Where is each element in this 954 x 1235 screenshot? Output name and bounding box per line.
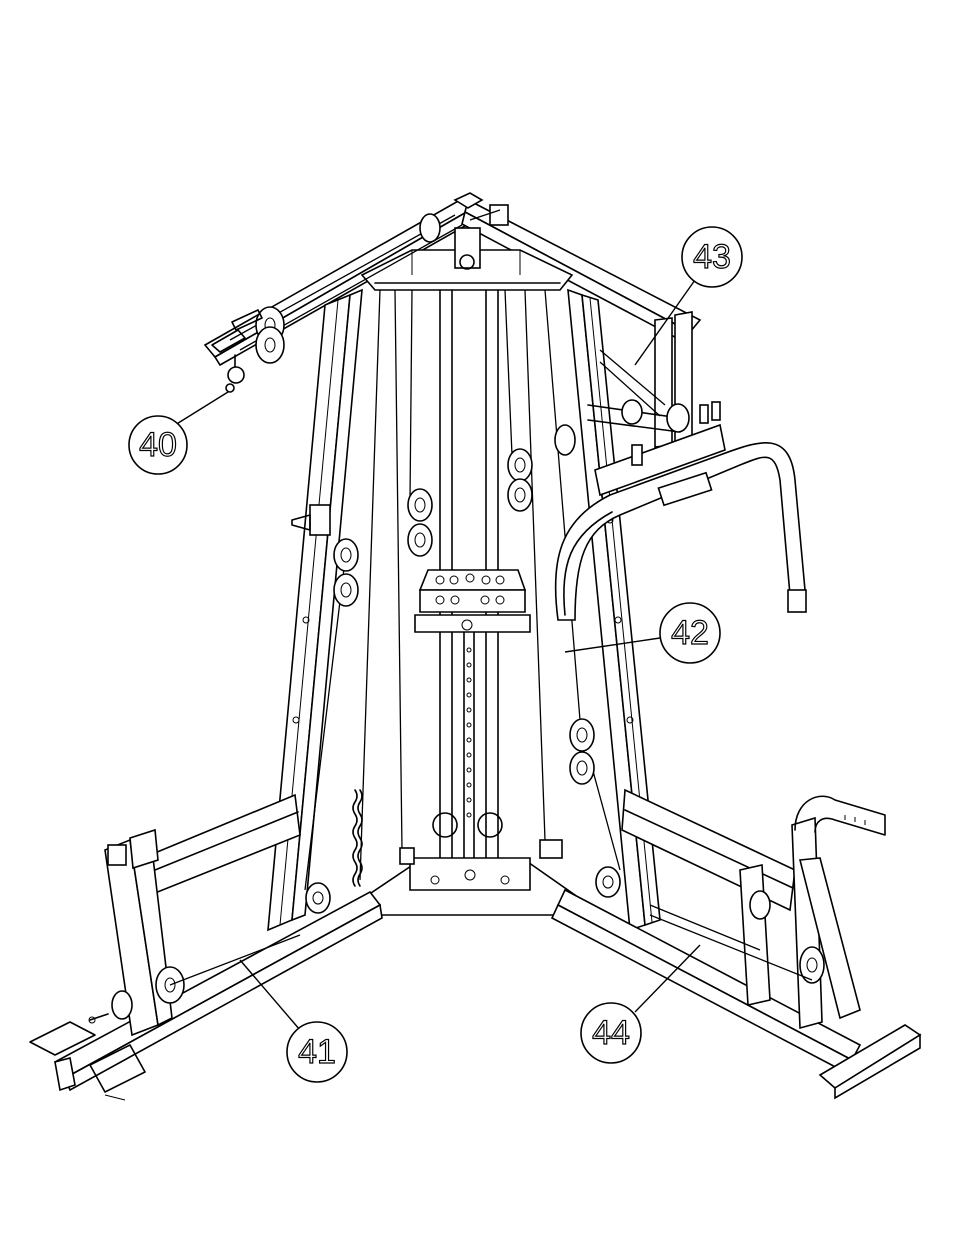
- callout-42-label: 42: [671, 614, 709, 652]
- chain: [353, 790, 362, 886]
- pulley-center-right: [508, 449, 532, 511]
- callout-43-label: 43: [693, 238, 731, 276]
- pulley-left-mid: [334, 539, 358, 606]
- callout-41: 41: [240, 960, 347, 1082]
- pulley-center-left: [408, 489, 432, 556]
- callout-40-label: 40: [139, 426, 177, 464]
- callout-41-label: 41: [298, 1033, 336, 1071]
- callout-42: 42: [565, 603, 720, 663]
- pulley-right-mid: [570, 719, 594, 784]
- callout-40: 40: [129, 392, 228, 474]
- callout-44-label: 44: [592, 1014, 630, 1052]
